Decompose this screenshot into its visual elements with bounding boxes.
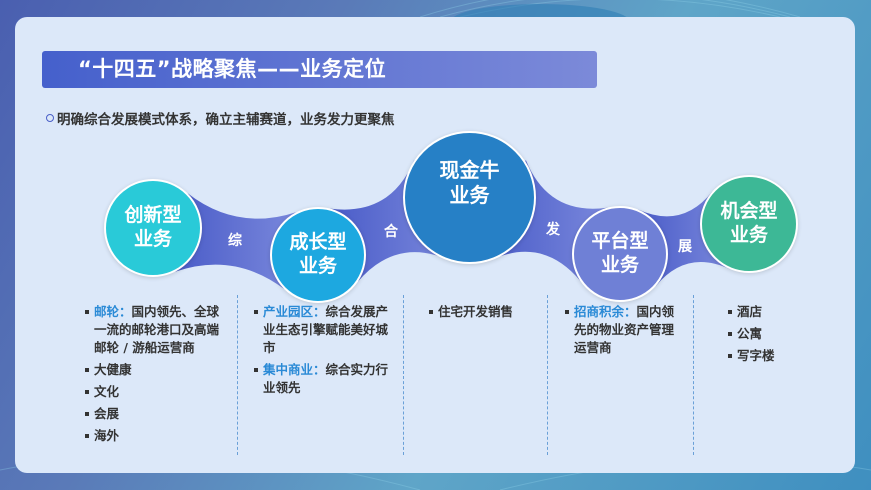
- item-text: 综合发展产业生态引擎赋能美好城市: [263, 304, 389, 355]
- item-text: 住宅开发销售: [438, 304, 514, 319]
- column-growth: 产业园区：综合发展产业生态引擎赋能美好城市 集中商业：综合实力行业领先: [254, 303, 389, 401]
- list-item: 邮轮：国内领先、全球一流的邮轮港口及高端邮轮 / 游船运营商: [85, 303, 230, 357]
- item-text: 写字楼: [737, 348, 775, 363]
- circle-growth: 成长型业务: [270, 207, 366, 303]
- list-item: 住宅开发销售: [429, 303, 539, 321]
- item-key: 邮轮：: [94, 304, 132, 319]
- column-divider: [547, 295, 548, 455]
- column-divider: [693, 295, 694, 455]
- item-text: 国内领先、全球一流的邮轮港口及高端邮轮 / 游船运营商: [94, 304, 220, 355]
- circle-innovative: 创新型业务: [104, 179, 202, 277]
- item-text: 综合实力行业领先: [263, 362, 389, 395]
- item-key: 招商积余：: [574, 304, 637, 319]
- item-text: 国内领先的物业资产管理运营商: [574, 304, 675, 355]
- circle-platform: 平台型业务: [572, 206, 668, 302]
- circle-label: 成长型: [289, 231, 347, 254]
- circle-label: 业务: [133, 228, 172, 250]
- circle-label: 业务: [449, 182, 490, 207]
- subtitle: 明确综合发展模式体系，确立主辅赛道，业务发力更聚焦: [46, 108, 395, 128]
- list-item: 招商积余：国内领先的物业资产管理运营商: [565, 303, 685, 357]
- circle-label: 平台型: [591, 230, 649, 253]
- column-platform: 招商积余：国内领先的物业资产管理运营商: [565, 303, 685, 361]
- list-item: 公寓: [728, 325, 828, 343]
- ring-bullet-icon: [46, 114, 54, 122]
- list-item: 会展: [85, 405, 230, 423]
- item-key: 产业园区：: [263, 304, 326, 319]
- list-item: 集中商业：综合实力行业领先: [254, 361, 389, 397]
- list-item: 大健康: [85, 361, 230, 379]
- list-item: 酒店: [728, 303, 828, 321]
- connector-label: 综: [228, 233, 242, 249]
- circle-label: 现金牛: [439, 157, 500, 182]
- connector-label: 展: [678, 239, 692, 255]
- page-title: “十四五”战略聚焦——业务定位: [42, 51, 597, 88]
- item-text: 酒店: [737, 304, 763, 319]
- connector-label: 合: [384, 224, 398, 240]
- item-text: 大健康: [94, 362, 132, 377]
- circle-label: 机会型: [720, 200, 778, 223]
- item-text: 海外: [94, 428, 120, 443]
- column-divider: [403, 295, 404, 455]
- column-innovative: 邮轮：国内领先、全球一流的邮轮港口及高端邮轮 / 游船运营商 大健康 文化 会展…: [85, 303, 230, 449]
- connector-band: [174, 193, 297, 290]
- connector-label: 发: [546, 222, 560, 238]
- circle-label: 创新型: [124, 204, 182, 227]
- circle-opportunity: 机会型业务: [700, 175, 798, 273]
- list-item: 写字楼: [728, 347, 828, 365]
- circle-label: 业务: [600, 254, 639, 276]
- column-cash-cow: 住宅开发销售: [429, 303, 539, 325]
- item-key: 集中商业：: [263, 362, 326, 377]
- circle-label: 业务: [298, 255, 337, 277]
- subtitle-text: 明确综合发展模式体系，确立主辅赛道，业务发力更聚焦: [57, 112, 395, 128]
- item-text: 会展: [94, 406, 120, 421]
- item-text: 公寓: [737, 326, 763, 341]
- list-item: 海外: [85, 427, 230, 445]
- circle-label: 业务: [729, 224, 768, 246]
- column-divider: [237, 295, 238, 455]
- item-text: 文化: [94, 384, 120, 399]
- column-opportunity: 酒店 公寓 写字楼: [728, 303, 828, 369]
- list-item: 产业园区：综合发展产业生态引擎赋能美好城市: [254, 303, 389, 357]
- circle-cash-cow: 现金牛业务: [403, 131, 536, 264]
- list-item: 文化: [85, 383, 230, 401]
